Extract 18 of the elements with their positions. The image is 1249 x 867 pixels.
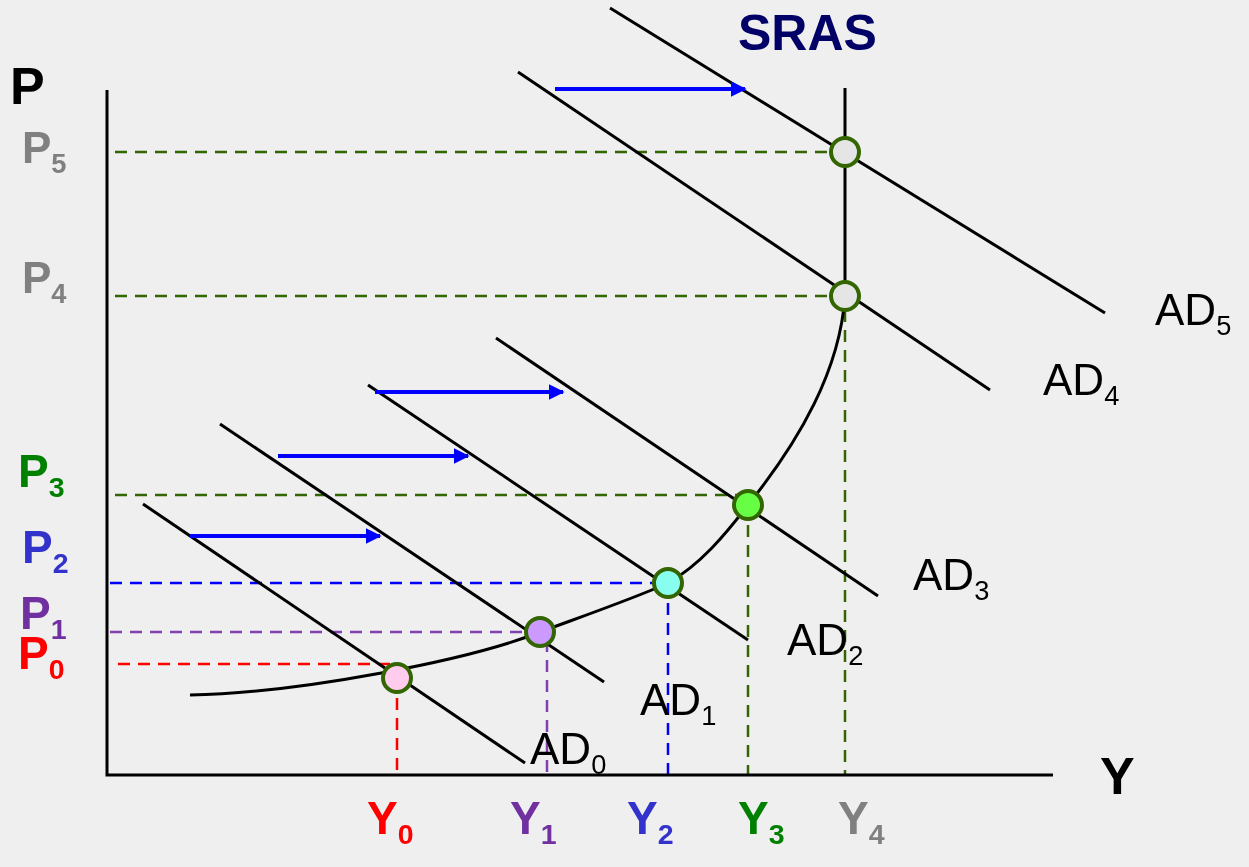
curve-label: AD$_{1}$ — [640, 678, 717, 729]
curve-label: AD$_{4}$ — [1043, 358, 1120, 409]
output-label: Y$_{0}$ — [367, 795, 414, 849]
price-label: P$_{3}$ — [18, 448, 65, 502]
curve-label: AD$_{2}$ — [787, 618, 864, 669]
price-label: P$_{5}$ — [22, 126, 67, 177]
curve-label: AD$_{5}$ — [1155, 288, 1232, 339]
price-label: P$_{4}$ — [22, 256, 67, 307]
curve-label: AD$_{3}$ — [913, 553, 990, 604]
output-label: Y$_{4}$ — [838, 795, 885, 849]
curve-label: AD$_{0}$ — [530, 727, 607, 778]
output-label: Y$_{2}$ — [627, 795, 674, 849]
output-label: Y$_{1}$ — [510, 795, 557, 849]
curve-label: SRAS — [738, 8, 877, 58]
price-label: P$_{2}$ — [22, 524, 69, 578]
axis-label: Y — [1100, 750, 1135, 802]
output-label: Y$_{3}$ — [738, 795, 785, 849]
axis-label: P — [10, 60, 45, 112]
